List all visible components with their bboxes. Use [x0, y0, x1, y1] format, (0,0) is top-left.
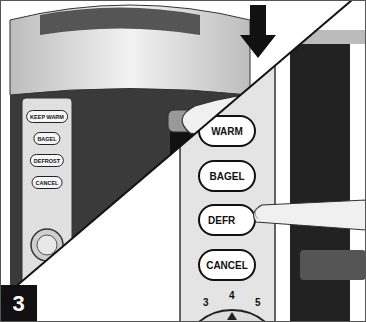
button-large: CANCEL: [198, 249, 256, 281]
button-text: BAGEL: [37, 136, 56, 142]
dial-number: 5: [255, 297, 261, 308]
step-number: 3: [0, 285, 37, 322]
button-large: DEFR: [198, 204, 256, 236]
button-text: KEEP WARM: [30, 114, 64, 120]
dial-number: 3: [203, 297, 209, 308]
button-text: CANCEL: [206, 260, 248, 271]
button-small: CANCEL: [32, 176, 63, 189]
button-text: 3: [12, 291, 24, 317]
button-text: CANCEL: [36, 180, 59, 186]
button-text: BAGEL: [210, 171, 245, 182]
button-small: DEFROST: [30, 154, 64, 167]
button-large: BAGEL: [198, 160, 256, 192]
button-text: WARM: [211, 126, 243, 137]
dial-number: 4: [229, 290, 235, 301]
button-small: KEEP WARM: [26, 110, 68, 123]
button-text: DEFR: [208, 215, 235, 226]
button-small: BAGEL: [33, 132, 60, 145]
button-text: DEFROST: [34, 158, 60, 164]
